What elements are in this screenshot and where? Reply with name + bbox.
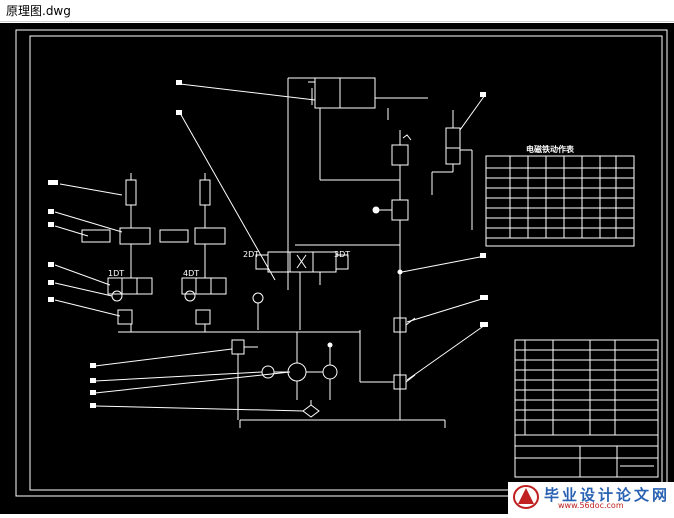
check-valve-right xyxy=(393,317,416,333)
valve-label-4dt: 4DT xyxy=(183,269,199,278)
title-block xyxy=(514,339,659,478)
relief-valve-top xyxy=(391,130,412,200)
left-valve-stack-2: 4DT xyxy=(159,173,227,332)
outer-frame xyxy=(15,29,668,497)
leader-lines xyxy=(54,83,486,412)
pressure-gauge xyxy=(252,292,264,304)
main-directional-valve: 2DT 3DT xyxy=(243,244,400,330)
table-title: 电磁铁动作表 xyxy=(526,144,575,154)
hydraulic-cylinder xyxy=(287,77,428,290)
left-valve-stack-1: 1DT xyxy=(81,173,153,332)
check-valve-lower-right xyxy=(359,330,416,390)
valve-label-2dt: 2DT xyxy=(243,250,259,259)
valve-label-3dt: 3DT xyxy=(334,250,350,259)
throttle-valve xyxy=(372,195,409,245)
directional-valve-top-right xyxy=(431,110,473,230)
hydraulic-schematic: 2DT 3DT 1DT xyxy=(15,29,668,497)
watermark-title: 毕业设计论文网 xyxy=(544,486,671,504)
drawing-canvas[interactable]: 2DT 3DT 1DT xyxy=(0,23,674,514)
solenoid-action-table: 电磁铁动作表 xyxy=(485,144,635,247)
watermark-logo-icon xyxy=(513,485,539,509)
valve-label-1dt: 1DT xyxy=(108,269,124,278)
pump-group xyxy=(231,332,338,420)
watermark-url: www.56doc.com xyxy=(558,501,624,510)
window-title: 原理图.dwg xyxy=(0,0,674,22)
watermark: 毕业设计论文网 www.56doc.com xyxy=(508,482,674,514)
balloon-tags xyxy=(48,80,488,408)
inner-frame xyxy=(29,35,663,491)
